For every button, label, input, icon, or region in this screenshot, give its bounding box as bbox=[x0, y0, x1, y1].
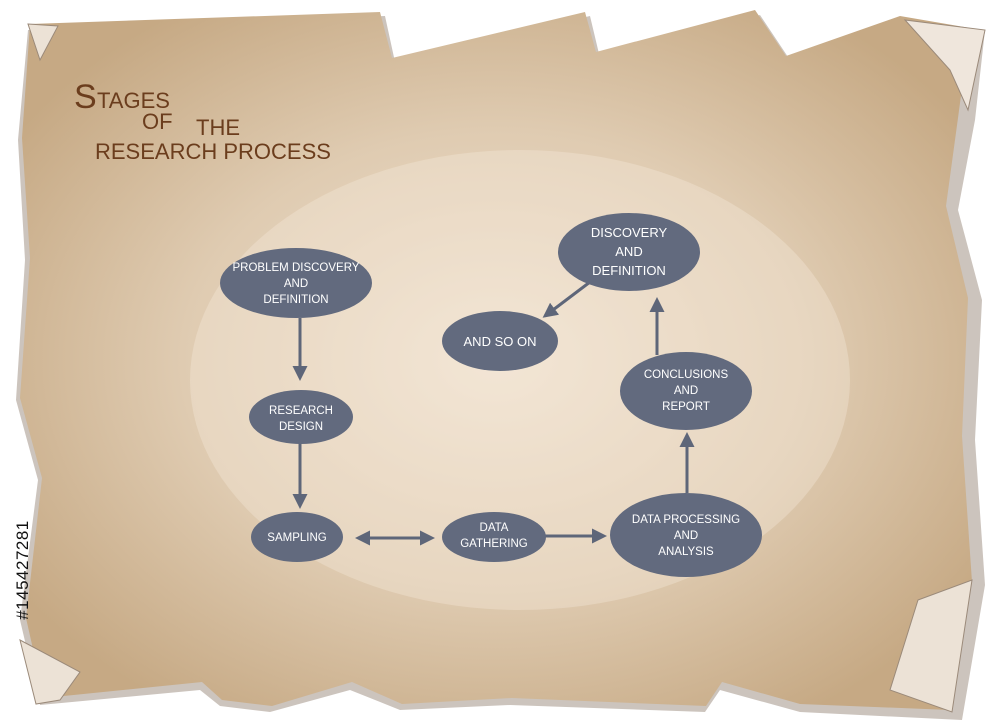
node-shape bbox=[251, 512, 343, 562]
arrows bbox=[292, 280, 695, 546]
node-data-gathering: DATA GATHERING bbox=[442, 512, 546, 562]
node-problem-discovery: PROBLEM DISCOVERY AND DEFINITION bbox=[220, 248, 372, 318]
node-shape bbox=[620, 352, 752, 430]
node-label-line: DEFINITION bbox=[263, 294, 328, 306]
node-label-line: AND bbox=[284, 278, 308, 290]
arrow-discovery-to-andsoon bbox=[542, 280, 591, 318]
node-label-line: AND bbox=[615, 244, 642, 259]
image-id-label: #145427281 bbox=[13, 520, 32, 620]
node-label-line: PROBLEM DISCOVERY bbox=[233, 262, 360, 274]
title-line3: RESEARCH PROCESS bbox=[95, 139, 331, 164]
node-label-line: CONCLUSIONS bbox=[644, 369, 729, 381]
node-shape bbox=[442, 311, 558, 371]
title-line1: TAGES bbox=[97, 88, 170, 113]
page-title: S TAGES OF THE RESEARCH PROCESS bbox=[74, 78, 331, 164]
curl-bottom-right bbox=[889, 579, 973, 713]
node-label-line: AND bbox=[674, 385, 698, 397]
curl-top-left bbox=[27, 23, 59, 62]
node-shape bbox=[442, 512, 546, 562]
title-first-letter: S bbox=[74, 78, 97, 116]
node-label-line: REPORT bbox=[662, 401, 710, 413]
node-label-line: DATA bbox=[480, 522, 509, 534]
node-label-line: DATA PROCESSING bbox=[632, 514, 740, 526]
curl-bottom-left bbox=[19, 639, 81, 705]
node-discovery: DISCOVERY AND DEFINITION bbox=[558, 213, 700, 291]
node-label-line: AND SO ON bbox=[464, 334, 537, 349]
node-shape bbox=[220, 248, 372, 318]
node-label-line: DEFINITION bbox=[592, 263, 666, 278]
node-shape bbox=[249, 390, 353, 444]
node-label-line: AND bbox=[674, 530, 698, 542]
node-research-design: RESEARCH DESIGN bbox=[249, 390, 353, 444]
node-data-processing: DATA PROCESSING AND ANALYSIS bbox=[610, 493, 762, 577]
title-of: OF bbox=[142, 109, 173, 134]
node-label-line: DESIGN bbox=[279, 421, 323, 433]
title-the: THE bbox=[196, 115, 240, 140]
node-label-line: GATHERING bbox=[460, 538, 528, 550]
node-label-line: DISCOVERY bbox=[591, 225, 668, 240]
node-conclusions: CONCLUSIONS AND REPORT bbox=[620, 352, 752, 430]
node-shape bbox=[610, 493, 762, 577]
curl-top-right bbox=[903, 19, 986, 112]
node-sampling: SAMPLING bbox=[251, 512, 343, 562]
node-label-line: RESEARCH bbox=[269, 405, 333, 417]
node-and-so-on: AND SO ON bbox=[442, 311, 558, 371]
node-label-line: ANALYSIS bbox=[658, 546, 714, 558]
node-shape bbox=[558, 213, 700, 291]
node-label-line: SAMPLING bbox=[267, 532, 326, 544]
